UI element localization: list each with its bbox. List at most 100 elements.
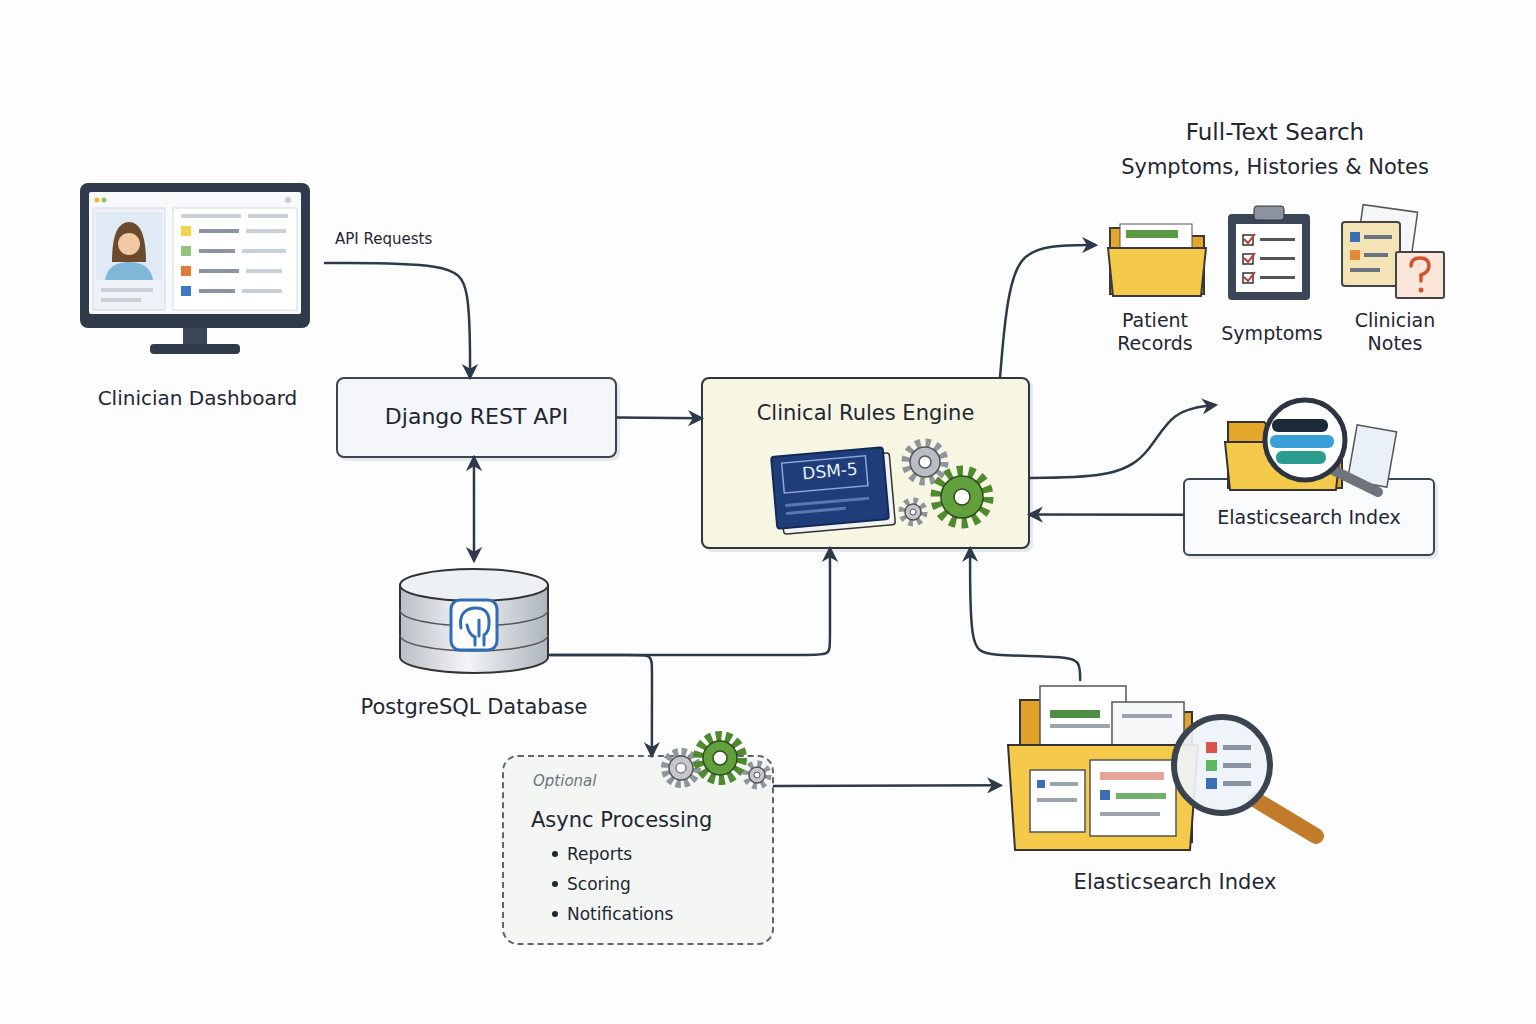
clipboard-node: Symptoms: [1212, 205, 1332, 345]
gear-teeth: [698, 736, 742, 780]
gear-teeth: [665, 752, 697, 784]
window-dot: [102, 198, 107, 203]
node-text: Symptoms, Histories & Notes: [1121, 155, 1429, 180]
text-line: [199, 249, 235, 253]
node-text: Clinical Rules Engine: [757, 401, 975, 426]
monitor-base: [150, 344, 240, 354]
text-line: [248, 214, 288, 218]
gear-hole: [713, 751, 727, 765]
text-line: [101, 298, 141, 302]
gear-body: [749, 767, 765, 783]
database-cylinder: [400, 569, 548, 673]
flow-arrow: [1030, 513, 1183, 516]
gear-teeth: [902, 501, 924, 523]
bullet-item: Scoring: [548, 874, 631, 894]
gear-hole: [754, 772, 760, 778]
node-text: Full-Text Search: [1186, 119, 1364, 147]
text-line: [101, 288, 153, 292]
text-line: [1050, 724, 1110, 728]
lens-square: [1206, 742, 1217, 753]
check-mark: [1244, 272, 1255, 281]
node-text: Clinician Dashboard: [98, 386, 298, 410]
async-box: OptionalAsync ProcessingReportsScoringNo…: [502, 755, 774, 945]
clipboard-icon: [1228, 206, 1310, 300]
index-plate: Elasticsearch Index: [1183, 478, 1435, 556]
cylinder-body: [400, 585, 548, 673]
magnifier-handle: [1333, 470, 1378, 492]
gear-hole: [910, 509, 916, 515]
gear-hole: [954, 489, 970, 505]
notes-icon: [1342, 205, 1444, 298]
clipboard-board: [1228, 214, 1310, 300]
document-sheet: [1347, 425, 1396, 487]
magnifier-lens: [1265, 400, 1345, 480]
logo-bar: [1276, 451, 1326, 464]
node-text: Optional: [533, 772, 596, 790]
elephant-logo: [461, 608, 490, 645]
gear-body: [703, 741, 737, 775]
text-line: [242, 249, 286, 253]
cylinder-top: [400, 569, 548, 601]
text-line: [1260, 257, 1295, 260]
gear-teeth: [936, 471, 988, 523]
checkbox: [1243, 254, 1253, 264]
list-square: [181, 246, 191, 256]
check-mark: [1244, 234, 1255, 243]
folder-front: [1008, 745, 1198, 850]
folder-paper: [1120, 224, 1192, 264]
gear-teeth: [746, 764, 768, 786]
folder-node: Patient Records: [1100, 205, 1210, 355]
avatar-frame: [96, 212, 162, 280]
note-paper: [1353, 205, 1417, 282]
book-line: [786, 507, 846, 515]
text-line: [1050, 782, 1078, 786]
gear-icon: [665, 736, 768, 786]
question-dot: [1419, 288, 1424, 293]
book-line: [785, 497, 869, 507]
flow-arrow: [325, 263, 470, 377]
doc-strip: [1100, 772, 1164, 780]
node-text: Symptoms: [1221, 322, 1322, 345]
lens-square: [1206, 778, 1217, 789]
notes-node: Clinician Notes: [1340, 205, 1450, 355]
node-text: Elasticsearch Index: [1217, 506, 1400, 529]
avatar-body: [105, 262, 153, 280]
gear-body: [941, 476, 983, 518]
gear-icon: [902, 443, 988, 523]
rules-engine-box: Clinical Rules Engine: [701, 377, 1030, 549]
window-dot: [95, 198, 100, 203]
text-line: [242, 289, 282, 293]
flow-arrow: [774, 784, 1000, 787]
node-text: Async Processing: [531, 808, 712, 833]
book-icon: [771, 447, 895, 535]
avatar-head: [118, 233, 140, 255]
flow-arrow: [1030, 405, 1215, 478]
flow-arrow: [473, 458, 476, 560]
dashboard-node: Clinician Dashboard: [70, 180, 325, 410]
document-sheet: [1040, 686, 1126, 772]
text-line: [1122, 714, 1172, 718]
search-index-icon: [1008, 686, 1316, 850]
logo-bar: [1272, 419, 1328, 432]
folder-front: [1108, 248, 1206, 296]
note-square: [1350, 250, 1360, 260]
text-line: [1364, 235, 1392, 239]
text-line: [1223, 763, 1251, 768]
text-line: [1037, 798, 1077, 802]
lens-square: [1206, 760, 1217, 771]
document-sheet: [1112, 702, 1184, 772]
gear-body: [669, 756, 693, 780]
avatar-hair: [112, 222, 146, 262]
doc-strip: [1116, 793, 1166, 799]
text-line: [199, 289, 235, 293]
text-line: [199, 229, 239, 233]
flow-arrow: [970, 549, 1080, 680]
doc-strip: [1050, 710, 1100, 718]
monitor-screen: [89, 192, 301, 314]
flow-arrow: [550, 655, 652, 755]
text-line: [1364, 253, 1388, 257]
logo-bar: [1270, 435, 1334, 448]
list-square: [181, 226, 191, 236]
text-line: [246, 269, 282, 273]
